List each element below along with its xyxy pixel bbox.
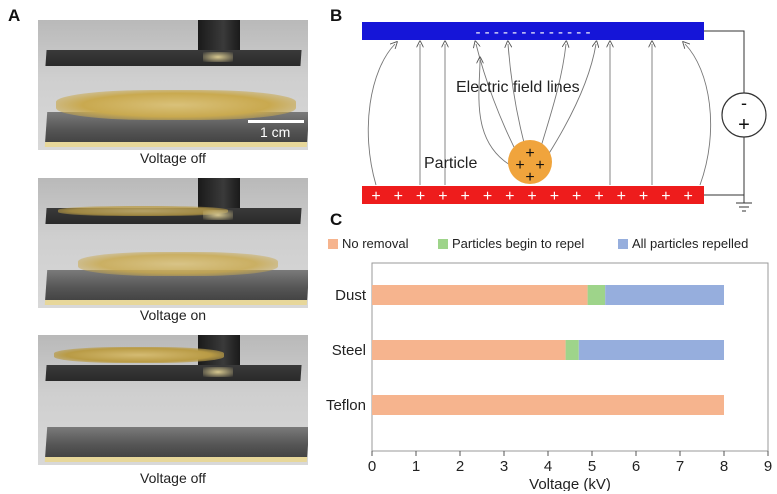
scale-bar xyxy=(248,120,304,123)
circuit-wires xyxy=(704,30,752,212)
voltage-source xyxy=(721,92,767,138)
field-lines-label: Electric field lines xyxy=(456,79,580,96)
svg-text:+: + xyxy=(525,169,534,186)
chart-legend: No removal Particles begin to repel All pa… xyxy=(328,236,748,251)
electric-field-diagram: - - - - - - - - - - - - - ++++++++++++++… xyxy=(362,22,767,212)
plus-sign: + xyxy=(483,188,492,205)
caption-photo-2: Voltage on xyxy=(139,307,207,323)
legend-swatch xyxy=(618,239,628,249)
bottom-plate-clean xyxy=(44,427,308,462)
bar-segment xyxy=(565,340,579,360)
plus-sign: + xyxy=(394,188,403,205)
legend-label: All particles repelled xyxy=(632,236,748,251)
top-electrode-signs: - - - - - - - - - - - - - xyxy=(476,24,591,41)
bottom-electrode-signs: + + + + + + + + + + + + + + + xyxy=(371,188,693,205)
plus-sign: + xyxy=(617,188,626,205)
plus-sign: + xyxy=(527,188,536,205)
bar-segment xyxy=(372,340,566,360)
x-axis-label: Voltage (kV) xyxy=(529,476,611,491)
legend-label: Particles begin to repel xyxy=(452,236,584,251)
particle-charges: + + + + xyxy=(515,145,544,186)
bar-segment xyxy=(372,395,724,415)
plus-sign: + xyxy=(416,188,425,205)
field-lines xyxy=(367,44,712,186)
legend-swatch xyxy=(328,239,338,249)
plus-sign: + xyxy=(639,188,648,205)
x-tick-label: 3 xyxy=(500,458,508,475)
panel-a-letter: A xyxy=(8,6,21,25)
photo-voltage-off-1: 1 cm xyxy=(38,20,308,150)
top-plate xyxy=(45,365,302,381)
x-tick-label: 1 xyxy=(412,458,420,475)
category-label: Steel xyxy=(332,342,366,359)
caption-photo-1: Voltage off xyxy=(140,150,206,166)
battery-minus: - xyxy=(741,93,747,113)
bottom-electrode xyxy=(362,186,704,204)
powder-on-top-plate xyxy=(58,206,228,216)
x-tick-label: 6 xyxy=(632,458,640,475)
svg-text:+: + xyxy=(525,145,534,162)
plus-sign: + xyxy=(505,188,514,205)
category-label: Dust xyxy=(335,287,367,304)
voltage-bar-chart: No removal Particles begin to repel All pa… xyxy=(326,236,772,491)
x-tick-label: 9 xyxy=(764,458,772,475)
svg-text:+: + xyxy=(515,157,524,174)
plus-sign: + xyxy=(684,188,693,205)
legend-swatch xyxy=(438,239,448,249)
x-tick-label: 5 xyxy=(588,458,596,475)
battery-plus: + xyxy=(738,114,750,136)
powder-layer xyxy=(78,252,278,276)
panel-b-letter: B xyxy=(330,6,343,25)
x-tick-label: 4 xyxy=(544,458,552,475)
photo-voltage-on xyxy=(38,178,308,308)
plus-sign: + xyxy=(461,188,470,205)
particle-label: Particle xyxy=(424,155,477,172)
plus-sign: + xyxy=(550,188,559,205)
category-label: Teflon xyxy=(326,397,366,414)
svg-text:+: + xyxy=(535,157,544,174)
x-tick-label: 0 xyxy=(368,458,376,475)
bar-segment xyxy=(372,285,588,305)
bar-segment xyxy=(605,285,724,305)
legend-label: No removal xyxy=(342,236,409,251)
powder-on-top-plate xyxy=(54,347,224,363)
plus-sign: + xyxy=(371,188,380,205)
photo-voltage-off-2 xyxy=(38,335,308,465)
charged-particle xyxy=(508,140,552,184)
x-tick-label: 8 xyxy=(720,458,728,475)
top-electrode xyxy=(362,22,704,40)
panel-c-letter: C xyxy=(330,210,343,229)
scale-bar-label: 1 cm xyxy=(260,124,291,140)
powder-layer xyxy=(56,90,296,120)
x-tick-label: 7 xyxy=(676,458,684,475)
plus-sign: + xyxy=(594,188,603,205)
plus-sign: + xyxy=(572,188,581,205)
plus-sign: + xyxy=(438,188,447,205)
plus-sign: + xyxy=(661,188,670,205)
bar-segment xyxy=(587,285,606,305)
top-plate xyxy=(45,50,302,66)
caption-photo-3: Voltage off xyxy=(140,470,206,486)
bar-segment xyxy=(578,340,724,360)
x-tick-label: 2 xyxy=(456,458,464,475)
